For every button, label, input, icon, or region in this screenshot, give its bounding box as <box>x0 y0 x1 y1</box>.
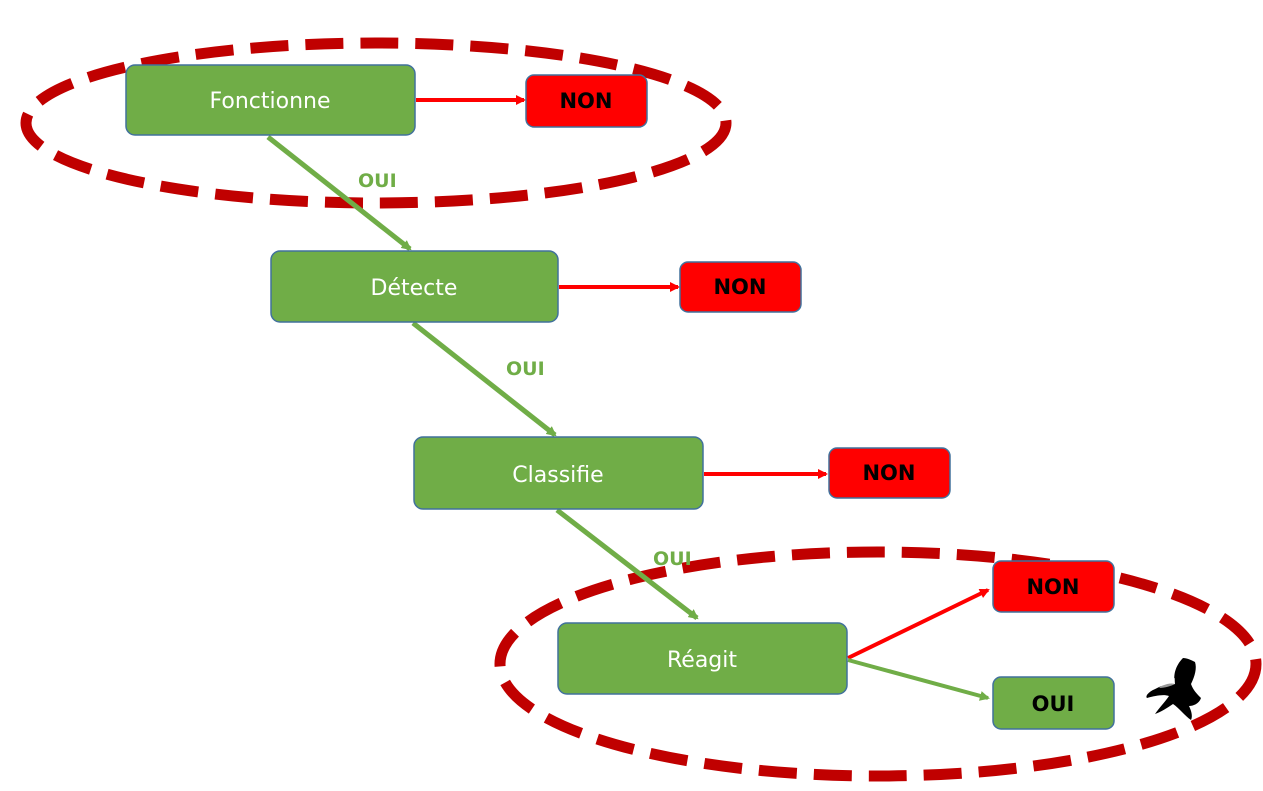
result-label: NON <box>1026 575 1079 599</box>
flow-arrow-yes-3 <box>555 508 699 620</box>
step-label: Fonctionne <box>210 89 331 114</box>
step-node-fonctionne: Fonctionne <box>125 64 416 136</box>
highlight-ellipse-reagit <box>494 546 1262 782</box>
step-node-detecte: Détecte <box>270 250 559 323</box>
result-no-detecte: NON <box>679 261 802 313</box>
bird-of-prey-icon <box>1146 658 1201 720</box>
result-label: NON <box>862 461 915 485</box>
flow-arrow-yes-final <box>847 658 990 701</box>
yes-label-1: OUI <box>358 170 397 192</box>
result-no-reagit: NON <box>992 560 1115 613</box>
step-label: Classifie <box>512 463 603 488</box>
step-node-classifie: Classifie <box>413 436 704 510</box>
step-label: Réagit <box>667 648 737 673</box>
step-node-reagit: Réagit <box>557 622 848 695</box>
step-label: Détecte <box>371 276 458 301</box>
result-label: NON <box>713 275 766 299</box>
flow-arrow-yes-2 <box>411 321 557 437</box>
result-no-classifie: NON <box>828 447 951 499</box>
flow-arrow-yes-1 <box>266 135 412 251</box>
highlight-ellipse-fonctionne <box>20 37 732 209</box>
yes-label-2: OUI <box>506 358 545 380</box>
result-label: OUI <box>1032 692 1075 716</box>
result-yes-reagit: OUI <box>992 676 1115 730</box>
result-no-fonctionne: NON <box>525 74 648 128</box>
yes-label-3: OUI <box>653 548 692 570</box>
result-label: NON <box>559 89 612 113</box>
flow-arrow-no-4 <box>847 588 990 660</box>
